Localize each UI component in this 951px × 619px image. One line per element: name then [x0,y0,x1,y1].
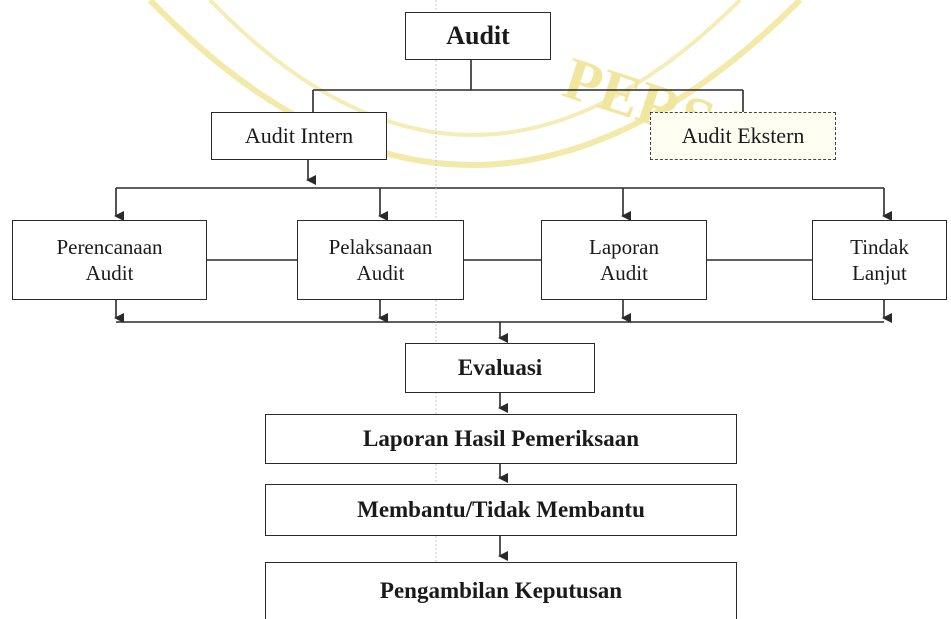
node-tindak-line2: Lanjut [852,261,907,285]
node-tindak-line1: Tindak [850,235,909,259]
node-membantu-tidak-membantu: Membantu/Tidak Membantu [265,484,737,536]
node-audit: Audit [405,12,551,60]
node-laporan-audit: Laporan Audit [541,220,707,300]
node-audit-ekstern-label: Audit Ekstern [681,123,805,148]
node-evaluasi-label: Evaluasi [457,355,543,380]
node-laporan-line1: Laporan [589,235,659,259]
node-pelaksanaan-line2: Audit [356,261,405,285]
node-laporan-line2: Audit [600,261,648,285]
node-audit-label: Audit [446,21,510,50]
node-pengambilan-label: Pengambilan Keputusan [379,578,623,603]
node-pelaksanaan-line1: Pelaksanaan [328,235,433,259]
node-laporan-hasil-label: Laporan Hasil Pemeriksaan [362,426,639,451]
node-perencanaan-audit: Perencanaan Audit [12,220,207,300]
node-membantu-label: Membantu/Tidak Membantu [357,497,645,522]
node-audit-intern: Audit Intern [211,112,387,160]
node-laporan-hasil-pemeriksaan: Laporan Hasil Pemeriksaan [265,414,737,464]
node-audit-intern-label: Audit Intern [244,123,354,148]
node-evaluasi: Evaluasi [405,343,595,393]
node-audit-ekstern: Audit Ekstern [650,112,836,160]
node-perencanaan-line2: Audit [85,261,134,285]
node-pengambilan-keputusan: Pengambilan Keputusan [265,562,737,619]
node-pelaksanaan-audit: Pelaksanaan Audit [297,220,464,300]
node-perencanaan-line1: Perencanaan [56,235,163,259]
node-tindak-lanjut: Tindak Lanjut [812,220,947,300]
